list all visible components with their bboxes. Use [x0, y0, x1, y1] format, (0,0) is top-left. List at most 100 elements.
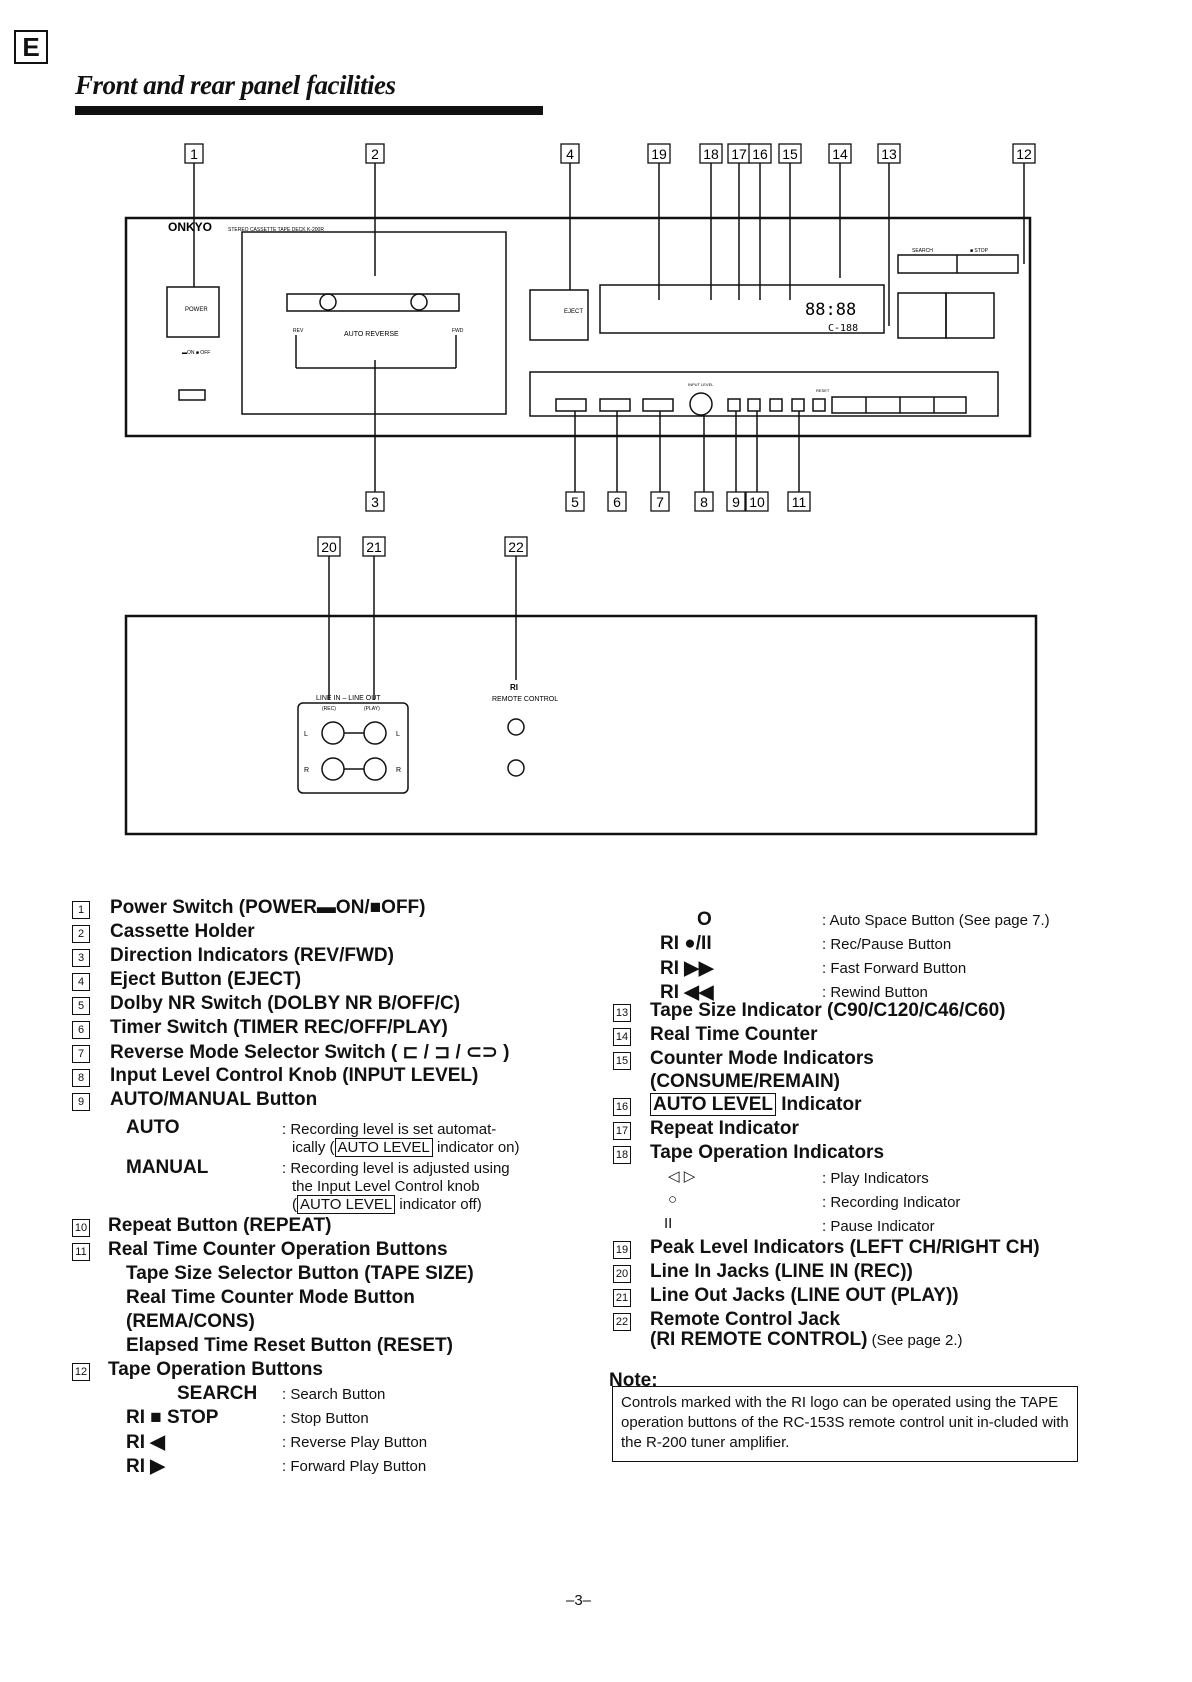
eject-button [529, 289, 589, 341]
list-item: Direction Indicators (REV/FWD) [110, 945, 394, 966]
symbol-description: : Fast Forward Button [822, 960, 967, 977]
item-number: 4 [72, 973, 90, 991]
callout-number: 6 [613, 494, 621, 510]
callout-number: 19 [651, 146, 667, 162]
callout-number: 17 [731, 146, 747, 162]
brand-text: ONKYO [168, 220, 212, 234]
remote-control-line: (RI REMOTE CONTROL) (See page 2.) [650, 1329, 963, 1350]
list-item: (REMA/CONS) [126, 1311, 255, 1332]
symbol-label: O [697, 909, 712, 930]
item-number: 11 [72, 1243, 90, 1261]
callout-box [565, 491, 585, 512]
list-item: Remote Control Jack [650, 1309, 841, 1330]
callout-box [748, 143, 772, 164]
item-number: 22 [613, 1313, 631, 1331]
page-number: –3– [566, 1592, 592, 1609]
callout-box [365, 143, 385, 164]
list-item: AUTO/MANUAL Button [110, 1089, 318, 1110]
symbol-label: SEARCH [177, 1383, 258, 1404]
item-number: 13 [613, 1004, 631, 1022]
note-heading: Note: [609, 1370, 658, 1391]
callout-box [745, 491, 769, 512]
callout-box [699, 143, 723, 164]
consume-remain: (CONSUME/REMAIN) [650, 1071, 840, 1092]
item-number: 21 [613, 1289, 631, 1307]
list-item: Timer Switch (TIMER REC/OFF/PLAY) [110, 1017, 448, 1038]
symbol-label: RI ▶▶ [660, 958, 714, 979]
tape-counter-display: C-188 [828, 323, 858, 334]
control-strip [529, 371, 999, 417]
callout-number: 7 [656, 494, 664, 510]
repeat-indicator: Repeat Indicator [650, 1118, 799, 1139]
item-number: 19 [613, 1241, 631, 1259]
remote-control-label: REMOTE CONTROL [492, 696, 558, 703]
callout-number: 15 [782, 146, 798, 162]
list-item: Tape Size Indicator (C90/C120/C46/C60) [650, 1000, 1006, 1021]
callout-box [607, 491, 627, 512]
callout-number: 11 [792, 494, 807, 510]
list-item: Cassette Holder [110, 921, 255, 942]
r-label-left: R [304, 767, 309, 774]
line-in-out-label: LINE IN – LINE OUT [316, 695, 381, 702]
symbol-label: RI ▶ [126, 1456, 165, 1477]
callout-box [317, 536, 341, 557]
tape-buttons-row [831, 396, 967, 414]
remote-jack-1 [507, 718, 525, 736]
item-number: 3 [72, 949, 90, 967]
symbol-description: : Auto Space Button (See page 7.) [822, 912, 1050, 929]
list-item: Repeat Button (REPEAT) [108, 1215, 332, 1236]
callout-box [694, 491, 714, 512]
symbol-label: RI ■ STOP [126, 1407, 219, 1428]
list-item: Reverse Mode Selector Switch ( ⊏ / ⊐ / ⊂… [110, 1042, 510, 1063]
callout-number: 18 [703, 146, 719, 162]
cassette-window [286, 293, 460, 312]
auto-level-indicator: AUTO LEVEL Indicator [650, 1093, 862, 1116]
auto-desc-2: ically (AUTO LEVEL indicator on) [292, 1138, 520, 1157]
remote-logo: RI [510, 683, 518, 692]
title-rule [75, 106, 543, 115]
item-number: 14 [613, 1028, 631, 1046]
symbol-description: : Forward Play Button [282, 1458, 427, 1475]
manual-desc-3: (AUTO LEVEL indicator off) [292, 1195, 482, 1214]
item-number: 5 [72, 997, 90, 1015]
input-level-label: INPUT LEVEL [688, 382, 714, 387]
item-number: 8 [72, 1069, 90, 1087]
display-window [599, 284, 885, 334]
callout-box [1012, 143, 1036, 164]
list-item: Real Time Counter [650, 1024, 818, 1045]
callout-box [828, 143, 852, 164]
item-number: 15 [613, 1052, 631, 1070]
callout-box [787, 491, 811, 512]
callout-number: 4 [566, 146, 574, 162]
front-panel-outline [124, 216, 1032, 438]
callout-number: 2 [371, 146, 379, 162]
list-item: Dolby NR Switch (DOLBY NR B/OFF/C) [110, 993, 461, 1014]
item-number: 18 [613, 1146, 631, 1164]
item-number: 6 [72, 1021, 90, 1039]
callout-box [647, 143, 671, 164]
symbol-label: RI ◀◀ [660, 982, 714, 1003]
manual-label: MANUAL [126, 1157, 209, 1178]
callout-number: 1 [190, 146, 198, 162]
l-label-right: L [396, 731, 400, 738]
callout-number: 12 [1016, 146, 1032, 162]
list-item: Line Out Jacks (LINE OUT (PLAY)) [650, 1285, 959, 1306]
item-number: 2 [72, 925, 90, 943]
auto-desc-1: : Recording level is set automat- [282, 1121, 497, 1138]
tape-operation-buttons: Tape Operation Buttons [108, 1359, 323, 1380]
auto-label: AUTO [126, 1117, 180, 1138]
item-number: 7 [72, 1045, 90, 1063]
reverse-play-button [897, 292, 947, 339]
symbol-label: ○ [668, 1191, 678, 1208]
symbol-description: : Recording Indicator [822, 1194, 961, 1211]
callout-number: 10 [749, 494, 765, 510]
list-item: Eject Button (EJECT) [110, 969, 302, 990]
stop-label: ■ STOP [970, 248, 989, 254]
r-label-right: R [396, 767, 401, 774]
auto-reverse-label: AUTO REVERSE [344, 331, 399, 338]
l-label-left: L [304, 731, 308, 738]
tape-operation-indicators: Tape Operation Indicators [650, 1142, 885, 1163]
manual-desc-1: : Recording level is adjusted using [282, 1160, 510, 1177]
symbol-label: ◁ ▷ [668, 1168, 696, 1185]
forward-play-button [945, 292, 995, 339]
